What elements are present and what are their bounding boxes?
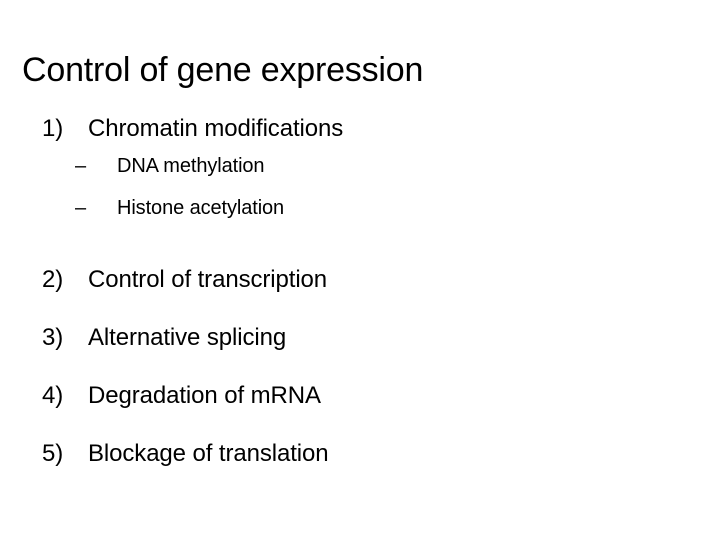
sub-list-item: – DNA methylation	[0, 153, 720, 195]
list-item: 5) Blockage of translation	[0, 439, 720, 469]
sub-list-item: – Histone acetylation	[0, 195, 720, 237]
page-title: Control of gene expression	[22, 51, 424, 89]
list-item-label: Alternative splicing	[88, 324, 287, 351]
sub-list-item-label: Histone acetylation	[117, 197, 285, 219]
list-item-marker: 3)	[42, 324, 64, 351]
sub-list-item-label: DNA methylation	[117, 155, 265, 177]
list-item: 3) Alternative splicing	[0, 323, 720, 353]
list-item-marker: 5)	[42, 440, 64, 467]
sub-list: – DNA methylation – Histone acetylation	[0, 153, 720, 237]
list-item: 2) Control of transcription	[0, 265, 720, 295]
list-item-label: Blockage of translation	[88, 440, 329, 467]
dash-bullet-icon: –	[75, 155, 87, 177]
numbered-list: 1) Chromatin modifications – DNA methyla…	[0, 114, 720, 469]
list-item-label: Control of transcription	[88, 266, 328, 293]
list-item-marker: 2)	[42, 266, 64, 293]
list-item-label: Degradation of mRNA	[88, 382, 321, 409]
list-item: 1) Chromatin modifications	[0, 114, 720, 144]
list-item-marker: 1)	[42, 115, 64, 142]
list-item: 4) Degradation of mRNA	[0, 381, 720, 411]
list-item-marker: 4)	[42, 382, 64, 409]
dash-bullet-icon: –	[75, 197, 87, 219]
list-item-label: Chromatin modifications	[88, 115, 344, 142]
